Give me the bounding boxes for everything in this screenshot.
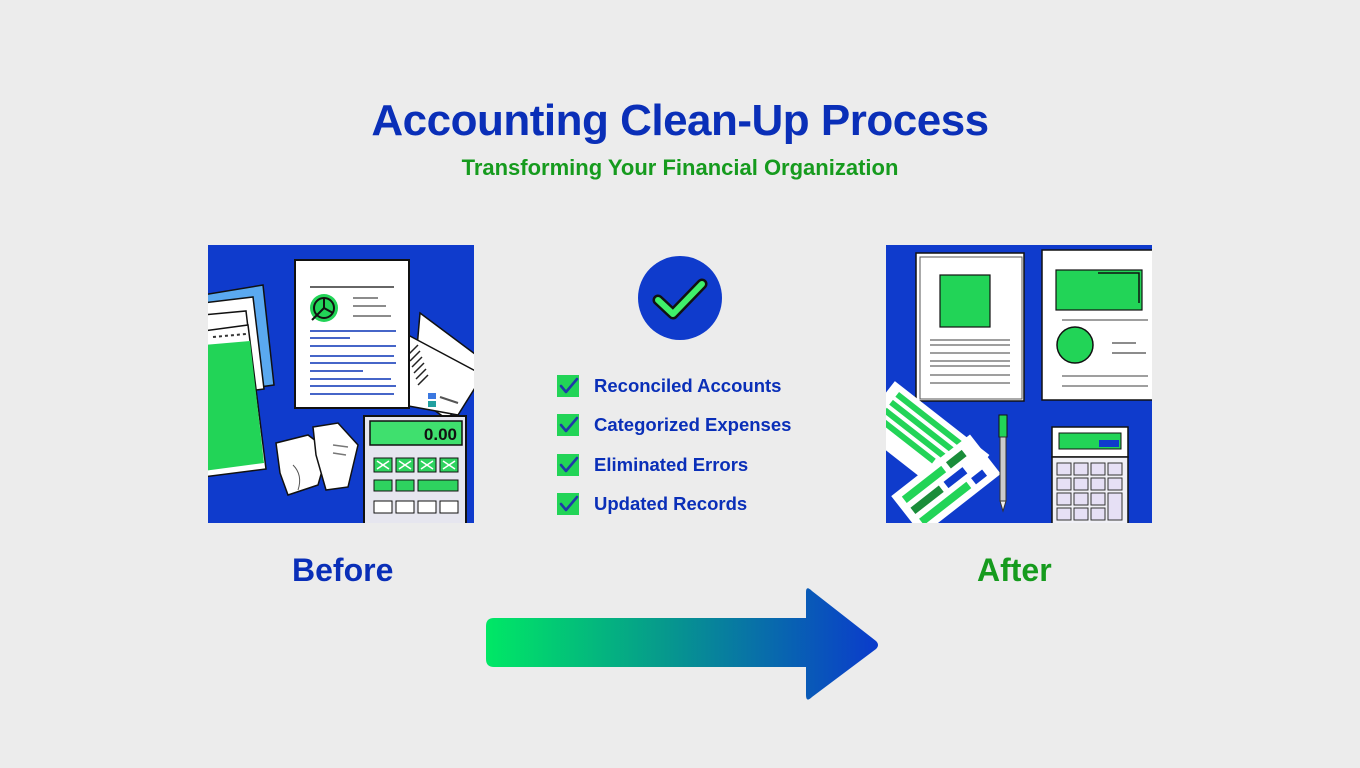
checklist-item: Eliminated Errors: [557, 445, 791, 485]
right-arrow-icon: [486, 588, 878, 700]
checklist-item: Reconciled Accounts: [557, 366, 791, 406]
checklist-item-label: Categorized Expenses: [594, 414, 792, 436]
checkbox-checked-icon: [557, 493, 579, 516]
checkmark-circle-icon: [638, 256, 722, 340]
checklist-item-label: Eliminated Errors: [594, 453, 749, 475]
page-subtitle: Transforming Your Financial Organization: [461, 155, 899, 180]
checklist-item: Categorized Expenses: [557, 406, 791, 446]
checklist-item: Updated Records: [557, 485, 791, 525]
checkbox-checked-icon: [557, 453, 579, 476]
checklist-item-label: Reconciled Accounts: [594, 374, 782, 396]
checkbox-checked-icon: [557, 374, 579, 397]
checkbox-checked-icon: [557, 414, 579, 437]
svg-text:0.00: 0.00: [424, 425, 457, 444]
before-label: Before: [292, 552, 394, 588]
page-title: Accounting Clean-Up Process: [371, 96, 989, 145]
organized-desk-illustration: [886, 249, 1152, 523]
messy-desk-illustration: 0.00: [208, 259, 474, 523]
after-illustration: [886, 245, 1152, 523]
before-illustration: 0.00: [208, 245, 474, 523]
benefits-checklist: Reconciled Accounts Categorized Expenses…: [557, 366, 791, 524]
checklist-item-label: Updated Records: [594, 493, 748, 515]
after-label: After: [977, 552, 1052, 588]
